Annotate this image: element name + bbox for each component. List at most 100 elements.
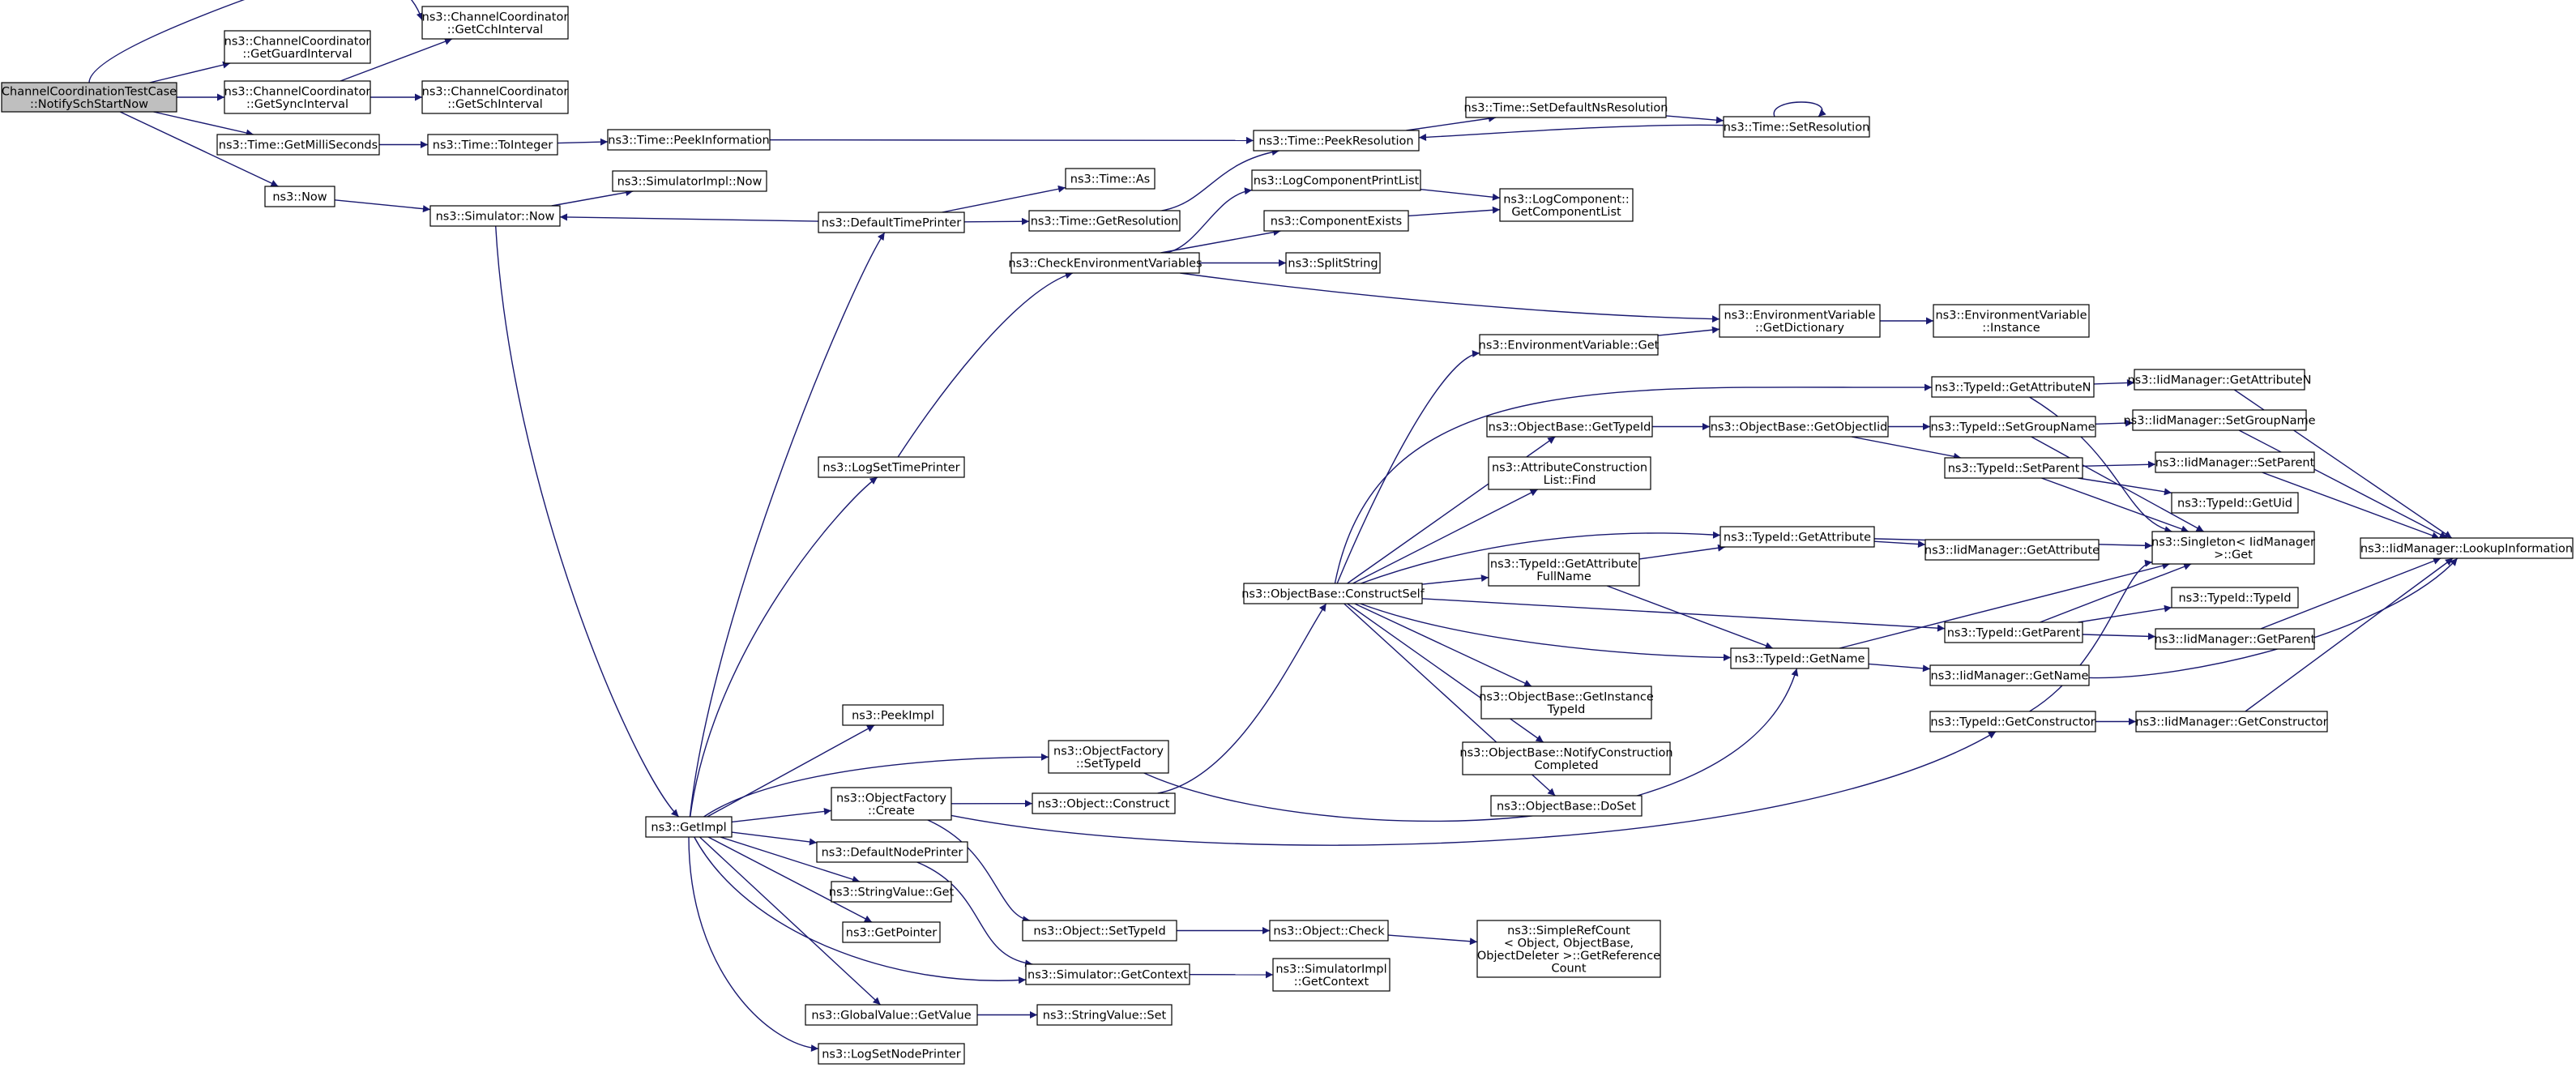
node-peekInfo[interactable]: ns3::Time::PeekInformation [607, 129, 771, 151]
node-box[interactable] [1065, 168, 1156, 190]
node-box[interactable] [1480, 685, 1652, 720]
node-box[interactable] [1243, 583, 1423, 604]
node-objSetTypeId[interactable]: ns3::Object::SetTypeId [1022, 920, 1177, 942]
node-iidGetCtor[interactable]: ns3::IidManager::GetConstructor [2135, 711, 2328, 732]
node-iidGetParent[interactable]: ns3::IidManager::GetParent [2155, 628, 2316, 650]
node-getGuard[interactable]: ns3::ChannelCoordinator::GetGuardInterva… [224, 30, 371, 64]
node-box[interactable] [1269, 920, 1389, 942]
node-box[interactable] [2151, 531, 2315, 565]
node-box[interactable] [842, 704, 944, 726]
node-box[interactable] [1479, 334, 1659, 356]
node-root[interactable]: ChannelCoordinationTestCase::NotifySchSt… [1, 82, 177, 113]
node-box[interactable] [1028, 210, 1181, 232]
node-iidSetGroup[interactable]: ns3::IidManager::SetGroupName [2123, 409, 2316, 431]
node-splitString[interactable]: ns3::SplitString [1285, 252, 1381, 274]
node-box[interactable] [1022, 920, 1177, 942]
node-box[interactable] [1, 82, 177, 113]
node-box[interactable] [1929, 711, 2096, 732]
node-box[interactable] [427, 134, 558, 156]
node-now[interactable]: ns3::Now [264, 186, 335, 207]
node-ofCreate[interactable]: ns3::ObjectFactory::Create [831, 787, 952, 821]
node-simNow[interactable]: ns3::Simulator::Now [429, 205, 561, 227]
node-box[interactable] [2132, 409, 2307, 431]
node-box[interactable] [1925, 539, 2100, 561]
node-box[interactable] [816, 841, 968, 863]
node-getUid[interactable]: ns3::TypeId::GetUid [2171, 492, 2299, 514]
node-box[interactable] [1253, 130, 1420, 152]
node-box[interactable] [1944, 457, 2083, 479]
node-logCompPrint[interactable]: ns3::LogComponentPrintList [1251, 169, 1421, 191]
node-box[interactable] [1488, 553, 1640, 587]
node-getMilli[interactable]: ns3::Time::GetMilliSeconds [216, 134, 380, 156]
node-simGetCtx[interactable]: ns3::Simulator::GetContext [1025, 963, 1190, 985]
node-box[interactable] [2135, 711, 2328, 732]
node-box[interactable] [818, 1043, 965, 1065]
node-iidGetName[interactable]: ns3::IidManager::GetName [1929, 664, 2090, 686]
node-simpleRef[interactable]: ns3::SimpleRefCount< Object, ObjectBase,… [1476, 920, 1661, 978]
node-box[interactable] [831, 881, 952, 903]
node-singleton[interactable]: ns3::Singleton< IidManager >::Get [2151, 531, 2315, 565]
node-iidGetAttrN[interactable]: ns3::IidManager::GetAttributeN [2127, 369, 2312, 391]
node-ofSetTypeId[interactable]: ns3::ObjectFactory::SetTypeId [1048, 740, 1169, 774]
node-logSetNode[interactable]: ns3::LogSetNodePrinter [818, 1043, 965, 1065]
node-box[interactable] [1499, 188, 1634, 222]
node-box[interactable] [1048, 740, 1169, 774]
node-box[interactable] [612, 170, 767, 192]
node-box[interactable] [1272, 958, 1391, 992]
node-box[interactable] [1251, 169, 1421, 191]
node-box[interactable] [264, 186, 335, 207]
node-strValSet[interactable]: ns3::StringValue::Set [1036, 1004, 1173, 1026]
node-box[interactable] [831, 787, 952, 821]
node-box[interactable] [2171, 587, 2299, 609]
node-getPointer[interactable]: ns3::GetPointer [842, 921, 941, 943]
node-box[interactable] [2360, 537, 2574, 559]
node-box[interactable] [1719, 304, 1881, 338]
node-box[interactable] [1929, 664, 2090, 686]
node-setGroupName[interactable]: ns3::TypeId::SetGroupName [1929, 416, 2096, 438]
node-box[interactable] [224, 80, 371, 114]
node-doSet[interactable]: ns3::ObjectBase::DoSet [1490, 795, 1643, 817]
node-box[interactable] [1719, 526, 1875, 548]
node-peekRes[interactable]: ns3::Time::PeekResolution [1253, 130, 1420, 152]
node-box[interactable] [1723, 116, 1870, 138]
node-box[interactable] [1730, 647, 1869, 669]
node-compExists[interactable]: ns3::ComponentExists [1263, 210, 1409, 232]
node-defNodePrinter[interactable]: ns3::DefaultNodePrinter [816, 841, 968, 863]
node-typeIdTypeId[interactable]: ns3::TypeId::TypeId [2171, 587, 2299, 609]
node-getName[interactable]: ns3::TypeId::GetName [1730, 647, 1869, 669]
node-box[interactable] [224, 30, 371, 64]
node-setParent[interactable]: ns3::TypeId::SetParent [1944, 457, 2083, 479]
node-defTimePrinter[interactable]: ns3::DefaultTimePrinter [818, 211, 965, 233]
node-objGetObjIid[interactable]: ns3::ObjectBase::GetObjectIid [1709, 416, 1889, 438]
node-box[interactable] [607, 129, 771, 151]
node-simImplCtx[interactable]: ns3::SimulatorImpl::GetContext [1272, 958, 1391, 992]
node-box[interactable] [2171, 492, 2299, 514]
node-iidSetParent[interactable]: ns3::IidManager::SetParent [2155, 451, 2315, 473]
node-checkEnv[interactable]: ns3::CheckEnvironmentVariables [1008, 252, 1203, 274]
node-box[interactable] [842, 921, 941, 943]
node-simImplNow[interactable]: ns3::SimulatorImpl::Now [612, 170, 767, 192]
node-notifyConstr[interactable]: ns3::ObjectBase::NotifyConstructionCompl… [1459, 741, 1673, 775]
node-gvGetValue[interactable]: ns3::GlobalValue::GetValue [805, 1004, 978, 1026]
node-box[interactable] [818, 211, 965, 233]
node-envInstance[interactable]: ns3::EnvironmentVariable::Instance [1933, 304, 2090, 338]
node-getConstructor[interactable]: ns3::TypeId::GetConstructor [1929, 711, 2096, 732]
node-box[interactable] [1036, 1004, 1173, 1026]
node-strValGet[interactable]: ns3::StringValue::Get [829, 881, 955, 903]
node-getImpl[interactable]: ns3::GetImpl [645, 816, 733, 838]
node-box[interactable] [1032, 792, 1176, 814]
node-box[interactable] [2155, 628, 2315, 650]
node-box[interactable] [2134, 369, 2305, 391]
node-getSync[interactable]: ns3::ChannelCoordinator::GetSyncInterval [224, 80, 371, 114]
node-logSetTime[interactable]: ns3::LogSetTimePrinter [818, 456, 965, 478]
node-box[interactable] [421, 80, 569, 114]
node-toInteger[interactable]: ns3::Time::ToInteger [427, 134, 558, 156]
node-box[interactable] [1285, 252, 1381, 274]
node-getCch[interactable]: ns3::ChannelCoordinator::GetCchInterval [421, 6, 569, 40]
node-box[interactable] [429, 205, 561, 227]
node-logCompList[interactable]: ns3::LogComponent::GetComponentList [1499, 188, 1634, 222]
node-iidGetAttr[interactable]: ns3::IidManager::GetAttribute [1925, 539, 2100, 561]
node-box[interactable] [1929, 416, 2096, 438]
